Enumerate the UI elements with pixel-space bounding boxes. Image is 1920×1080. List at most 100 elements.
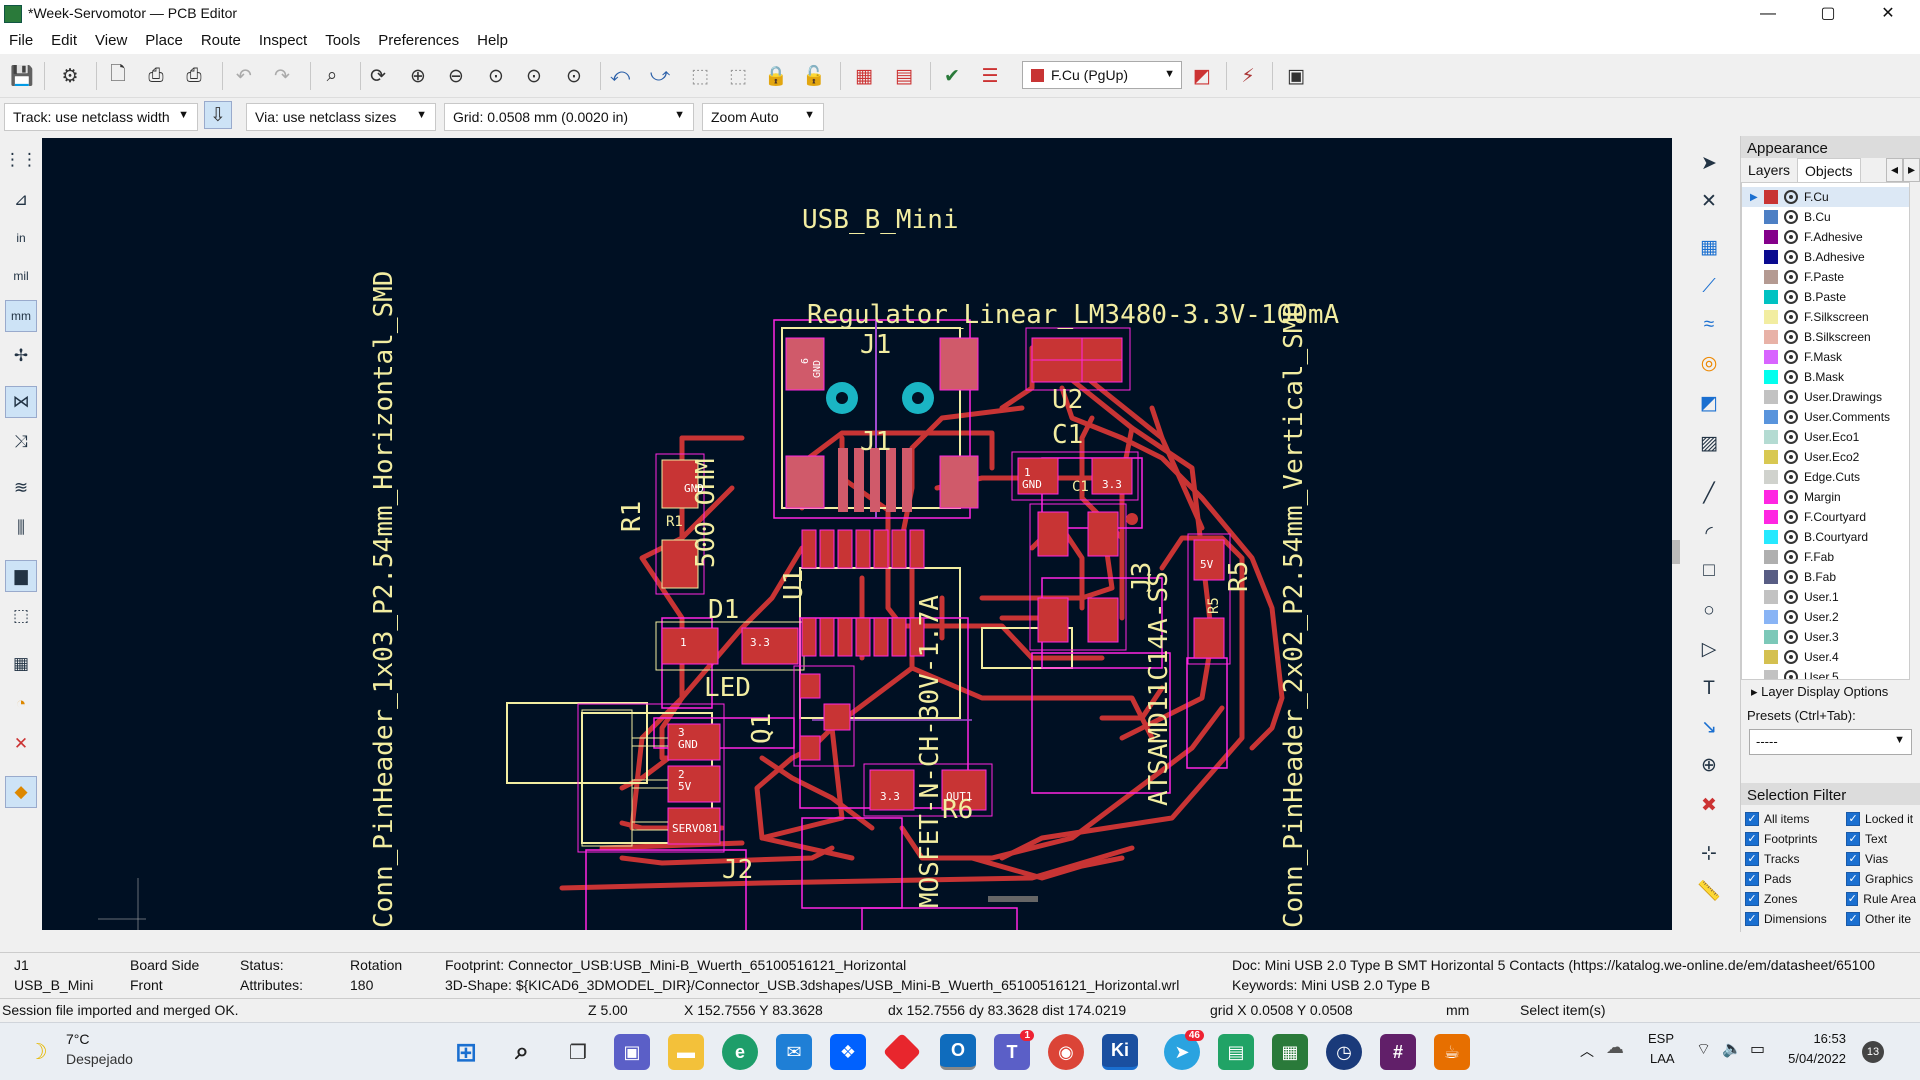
checkbox-checked-icon[interactable]: ✓ bbox=[1846, 872, 1861, 886]
anydesk-icon[interactable] bbox=[882, 1032, 922, 1072]
layer-row[interactable]: B.Silkscreen bbox=[1742, 327, 1909, 347]
chrome-icon[interactable]: ◉ bbox=[1048, 1034, 1084, 1070]
selection-filter-checkbox[interactable]: ✓Graphics bbox=[1846, 869, 1916, 889]
layer-color-swatch[interactable] bbox=[1764, 630, 1778, 644]
route-track-icon[interactable]: ⟋ bbox=[1702, 276, 1716, 297]
outlook-icon[interactable]: O bbox=[940, 1034, 976, 1070]
layer-row[interactable]: F.Paste bbox=[1742, 267, 1909, 287]
board-setup-icon[interactable]: ⚙ bbox=[61, 65, 79, 87]
layer-color-swatch[interactable] bbox=[1764, 530, 1778, 544]
eye-icon[interactable] bbox=[1784, 250, 1798, 264]
microwave-tools-icon[interactable]: ✕ bbox=[13, 734, 29, 753]
clock-app-icon[interactable]: ◷ bbox=[1326, 1034, 1362, 1070]
layer-row[interactable]: B.Fab bbox=[1742, 567, 1909, 587]
checkbox-checked-icon[interactable]: ✓ bbox=[1745, 872, 1759, 886]
kicad-taskbar-icon[interactable]: Ki bbox=[1102, 1034, 1138, 1070]
footprint-u2[interactable] bbox=[1025, 327, 1131, 391]
canvas-scroll-handle[interactable] bbox=[988, 896, 1038, 902]
layer-color-swatch[interactable] bbox=[1764, 410, 1778, 424]
eye-icon[interactable] bbox=[1784, 430, 1798, 444]
layer-color-swatch[interactable] bbox=[1764, 350, 1778, 364]
layer-color-swatch[interactable] bbox=[1764, 470, 1778, 484]
ratsnest-icon[interactable]: ⋈ bbox=[5, 386, 37, 418]
keyboard-layout[interactable]: LAA bbox=[1650, 1051, 1675, 1066]
appearance-panel-icon[interactable]: ◆ bbox=[5, 776, 37, 808]
measure-tool-icon[interactable]: 📏 bbox=[1697, 881, 1721, 902]
notification-badge[interactable]: 13 bbox=[1862, 1041, 1884, 1063]
layer-row[interactable]: B.Mask bbox=[1742, 367, 1909, 387]
grid-origin-icon[interactable]: ⊹ bbox=[1701, 842, 1717, 864]
selection-filter-checkbox[interactable]: ✓Dimensions bbox=[1745, 909, 1846, 929]
menu-file[interactable]: File bbox=[9, 32, 34, 49]
footprint-j1[interactable]: 6 GND bbox=[785, 337, 979, 512]
layer-row[interactable]: B.Courtyard bbox=[1742, 527, 1909, 547]
footprint-browser-icon[interactable]: ▤ bbox=[895, 65, 913, 87]
footprint-r1[interactable] bbox=[655, 453, 705, 595]
checkbox-checked-icon[interactable]: ✓ bbox=[1745, 852, 1759, 866]
polar-coords-icon[interactable]: ⊿ bbox=[13, 190, 29, 209]
selection-filter-checkbox[interactable]: ✓Tracks bbox=[1745, 849, 1846, 869]
layer-row[interactable]: User.1 bbox=[1742, 587, 1909, 607]
auto-track-width-icon[interactable]: ⇩ bbox=[204, 101, 232, 129]
selection-filter-checkbox[interactable]: ✓Other ite bbox=[1846, 909, 1916, 929]
layer-row[interactable]: B.Cu bbox=[1742, 207, 1909, 227]
refresh-icon[interactable]: ⟳ bbox=[370, 65, 386, 87]
unlock-icon[interactable]: 🔓 bbox=[802, 66, 826, 87]
select-tool-icon[interactable]: ➤ bbox=[1701, 152, 1717, 174]
dropbox-icon[interactable]: ❖ bbox=[830, 1034, 866, 1070]
eye-icon[interactable] bbox=[1784, 630, 1798, 644]
eye-icon[interactable] bbox=[1784, 590, 1798, 604]
units-mm-button[interactable]: mm bbox=[5, 300, 37, 332]
checkbox-checked-icon[interactable]: ✓ bbox=[1846, 892, 1859, 906]
selection-filter-checkbox[interactable]: ✓Vias bbox=[1846, 849, 1916, 869]
layer-pair-icon[interactable]: ◩ bbox=[1193, 65, 1211, 87]
tab-objects[interactable]: Objects bbox=[1797, 158, 1861, 182]
menu-help[interactable]: Help bbox=[477, 32, 508, 49]
eye-icon[interactable] bbox=[1784, 470, 1798, 484]
telegram-icon[interactable]: ➤46 bbox=[1164, 1030, 1204, 1070]
draw-rectangle-icon[interactable]: □ bbox=[1703, 560, 1715, 581]
layer-row[interactable]: Margin bbox=[1742, 487, 1909, 507]
layer-color-swatch[interactable] bbox=[1764, 550, 1778, 564]
track-width-select[interactable]: Track: use netclass width▼ bbox=[4, 103, 198, 131]
eye-icon[interactable] bbox=[1784, 490, 1798, 504]
clock-time[interactable]: 16:53 bbox=[1813, 1031, 1846, 1046]
tab-scroll-right-icon[interactable]: ▸ bbox=[1902, 158, 1920, 182]
layer-color-swatch[interactable] bbox=[1764, 250, 1778, 264]
layer-color-swatch[interactable] bbox=[1764, 270, 1778, 284]
layer-row[interactable]: User.Drawings bbox=[1742, 387, 1909, 407]
place-origin-icon[interactable]: ⊕ bbox=[1701, 754, 1717, 776]
selection-filter-checkbox[interactable]: ✓Zones bbox=[1745, 889, 1846, 909]
layer-color-swatch[interactable] bbox=[1764, 290, 1778, 304]
zoom-selection-icon[interactable]: ⊙ bbox=[566, 65, 582, 87]
volume-icon[interactable]: 🔈 bbox=[1722, 1041, 1742, 1058]
splitter-handle[interactable] bbox=[1672, 540, 1680, 564]
layer-color-swatch[interactable] bbox=[1764, 330, 1778, 344]
layer-display-options[interactable]: ▸ Layer Display Options bbox=[1751, 684, 1889, 699]
menu-inspect[interactable]: Inspect bbox=[258, 32, 308, 49]
layer-row[interactable]: F.Fab bbox=[1742, 547, 1909, 567]
layer-row[interactable]: User.2 bbox=[1742, 607, 1909, 627]
layer-color-swatch[interactable] bbox=[1764, 450, 1778, 464]
layer-color-swatch[interactable] bbox=[1764, 370, 1778, 384]
footprint-r5[interactable] bbox=[1187, 533, 1231, 665]
high-contrast-icon[interactable]: ▦ bbox=[12, 654, 30, 673]
zoom-objects-icon[interactable]: ⊙ bbox=[526, 65, 542, 87]
zoom-out-icon[interactable]: ⊖ bbox=[448, 65, 464, 87]
java-icon[interactable]: ☕ bbox=[1434, 1034, 1470, 1070]
zoom-fit-icon[interactable]: ⊙ bbox=[488, 65, 504, 87]
task-view-icon[interactable]: ❐ bbox=[569, 1041, 587, 1064]
file-explorer-icon[interactable]: ▬ bbox=[668, 1034, 704, 1070]
eye-icon[interactable] bbox=[1784, 570, 1798, 584]
layer-row[interactable]: ▶F.Cu bbox=[1742, 187, 1909, 207]
add-text-icon[interactable]: T bbox=[1703, 678, 1715, 699]
slack-icon[interactable]: # bbox=[1380, 1034, 1416, 1070]
selection-filter-checkbox[interactable]: ✓Pads bbox=[1745, 869, 1846, 889]
curved-ratsnest-icon[interactable]: ⤨ bbox=[14, 432, 28, 451]
add-dimension-icon[interactable]: ↘ bbox=[1701, 716, 1717, 738]
delete-tool-icon[interactable]: ✖ bbox=[1701, 794, 1717, 816]
menu-preferences[interactable]: Preferences bbox=[378, 32, 460, 49]
pcb-calculator-icon[interactable]: ⚡ bbox=[1241, 65, 1255, 87]
menu-place[interactable]: Place bbox=[145, 32, 183, 49]
